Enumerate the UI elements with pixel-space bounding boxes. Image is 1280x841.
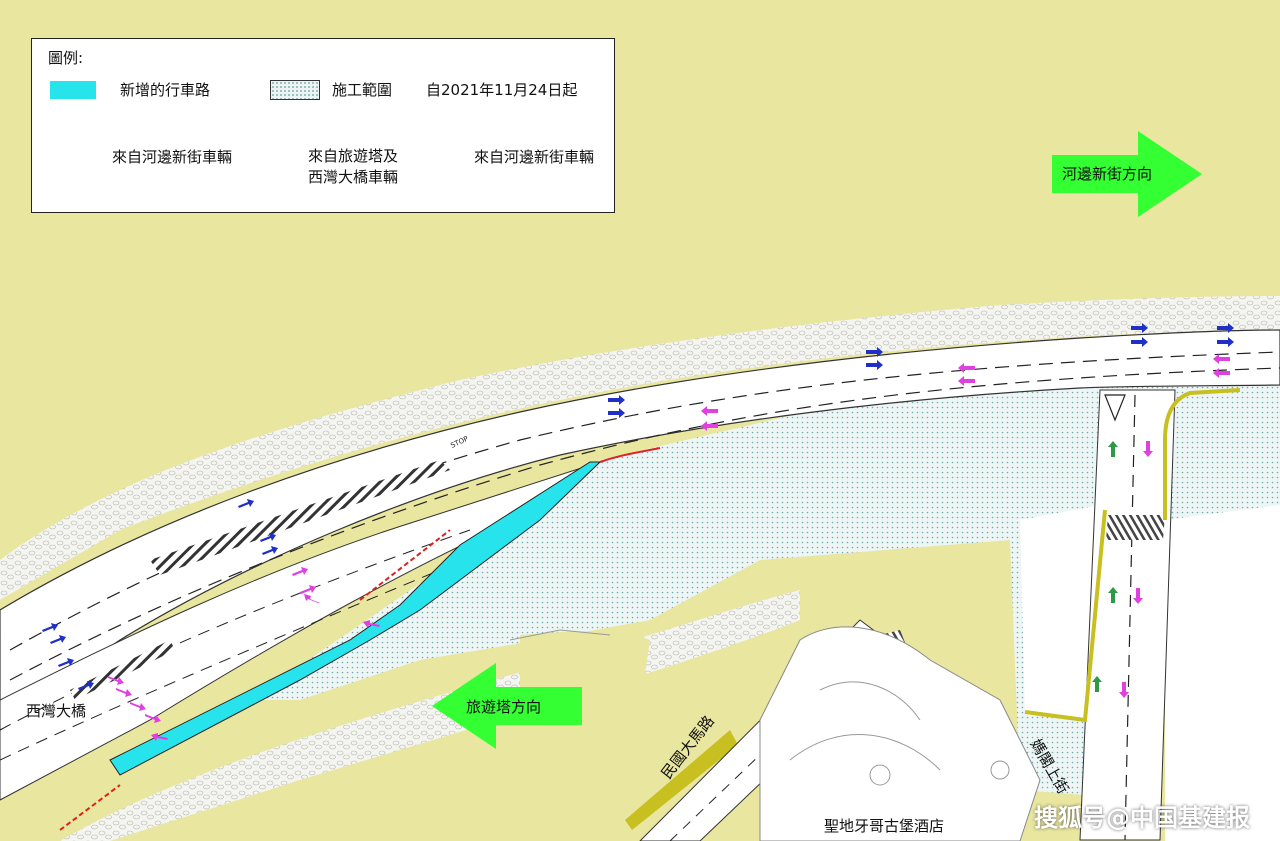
hotel-area — [759, 626, 1041, 841]
arrow-magenta-icon — [108, 676, 124, 685]
arrow-magenta-icon — [1213, 354, 1230, 364]
arrow-blue-icon — [58, 658, 74, 667]
embankment-north — [0, 296, 1280, 600]
arrow-magenta-icon — [116, 688, 132, 697]
land-pad-far-right — [1165, 505, 1280, 841]
arrow-blue-label: 來自旅遊塔及 西灣大橋車輛 — [308, 146, 398, 188]
construction-swatch — [270, 79, 320, 100]
crosswalk — [1106, 515, 1165, 540]
legend-magenta: 來自河邊新街車輛 — [112, 146, 232, 167]
legend-date: 自2021年11月24日起 — [426, 79, 577, 100]
arrow-blue-icon — [1131, 323, 1148, 333]
watermark: 搜狐号@中国基建报 — [1034, 804, 1250, 832]
arrow-blue-icon — [1217, 323, 1234, 333]
arrow-blue-icon — [260, 533, 276, 542]
arrow-blue-icon — [238, 499, 254, 508]
arrow-magenta-icon — [130, 702, 146, 711]
arrow-magenta-icon — [701, 421, 718, 431]
arrow-magenta-icon — [958, 363, 975, 373]
direction-arrow-icon — [432, 663, 582, 749]
arrow-magenta-icon — [300, 585, 316, 594]
arrow-blue-icon — [50, 635, 66, 644]
west-direction-label: 旅遊塔方向 — [466, 698, 542, 716]
yellow-line-3 — [625, 730, 738, 830]
east-direction-label: 河邊新街方向 — [1062, 165, 1153, 183]
arrow-blue-icon — [866, 360, 883, 370]
legend-blue: 來自旅遊塔及 西灣大橋車輛 — [308, 146, 398, 188]
new-road-label: 新增的行車路 — [120, 81, 211, 99]
arrow-magenta-icon — [1213, 368, 1230, 378]
green-arrows — [1092, 441, 1118, 692]
construction-area — [250, 375, 1280, 800]
arrow-blue-icon — [1131, 337, 1148, 347]
blue-arrows — [42, 323, 1234, 690]
arrow-magenta-icon — [363, 620, 380, 628]
direction-arrow-icon — [1052, 131, 1202, 217]
construction-label: 施工範圍 — [332, 81, 393, 99]
arrow-blue-icon — [866, 347, 883, 357]
arrow-magenta-icon — [958, 376, 975, 386]
arrow-magenta-icon — [1143, 441, 1153, 457]
arrow-magenta-icon — [145, 714, 161, 723]
arrow-blue-label-line1: 來自旅遊塔及 — [308, 147, 399, 165]
arrow-blue-icon — [262, 546, 278, 555]
date-label: 自2021年11月24日起 — [426, 81, 578, 99]
legend: 圖例: 新增的行車路 施工範圍 自2021年11月24日起 來自河邊新街車輛 來… — [31, 38, 615, 213]
legend-construction: 施工範圍 — [270, 79, 392, 100]
hatched-island-2 — [70, 640, 175, 700]
arrow-blue-icon — [42, 623, 58, 632]
hotel-label: 聖地牙哥古堡酒店 — [824, 817, 945, 835]
arrow-magenta-icon — [701, 406, 718, 416]
yellow-line-1 — [1163, 388, 1241, 520]
arrow-magenta-icon — [304, 594, 320, 603]
arrow-green-label: 來自河邊新街車輛 — [474, 148, 595, 166]
hatched-island — [150, 460, 450, 575]
land-pad-south — [520, 631, 650, 841]
arrow-blue-icon — [608, 408, 625, 418]
arrow-blue-icon — [608, 395, 625, 405]
arrow-green-icon — [1108, 587, 1118, 603]
arrow-blue-label-line2: 西灣大橋車輛 — [308, 168, 399, 186]
bridge-label: 西灣大橋 — [26, 702, 87, 720]
arrow-magenta-icon — [1119, 682, 1129, 698]
arrow-green-icon — [1092, 676, 1102, 692]
yellow-line-2 — [1024, 509, 1107, 723]
legend-green: 來自河邊新街車輛 — [474, 146, 594, 167]
arrow-magenta-label: 來自河邊新街車輛 — [112, 148, 233, 166]
arrow-green-icon — [1108, 441, 1118, 457]
arrow-blue-icon — [78, 681, 94, 690]
legend-new-road: 新增的行車路 — [50, 79, 210, 100]
arrow-magenta-icon — [1133, 588, 1143, 604]
new-road-swatch — [50, 80, 96, 99]
give-way-triangle — [1104, 394, 1126, 422]
magenta-arrows — [108, 354, 1230, 741]
arrow-blue-icon — [1217, 337, 1234, 347]
new-road — [109, 461, 602, 776]
arrow-magenta-icon — [292, 567, 308, 576]
legend-title: 圖例: — [48, 49, 84, 67]
arrow-magenta-icon — [151, 733, 168, 741]
